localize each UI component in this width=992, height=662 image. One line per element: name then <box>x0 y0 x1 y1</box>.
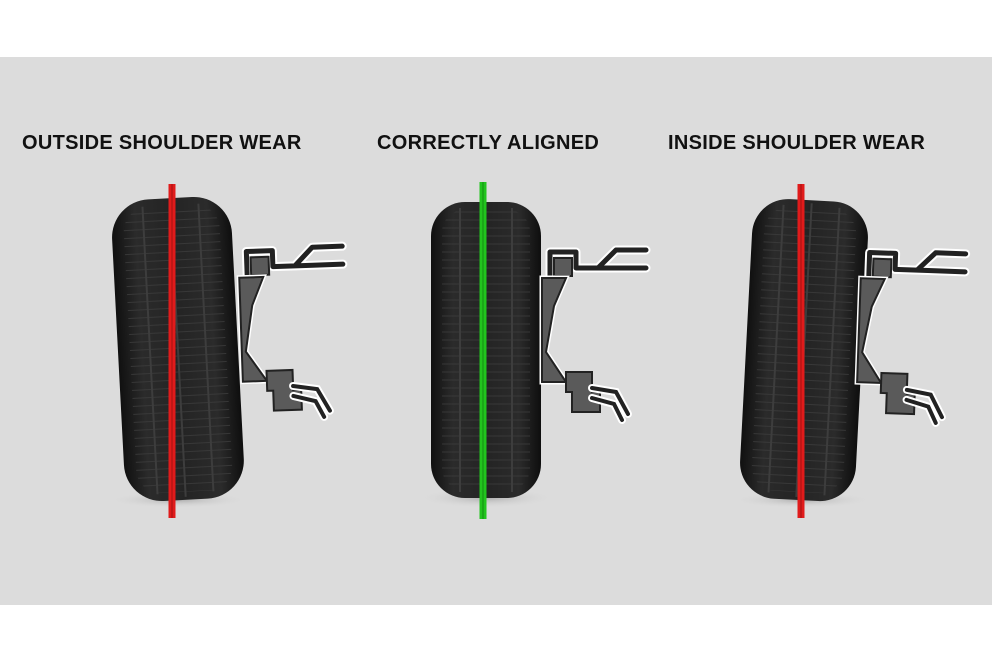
tire-outside-wear <box>108 197 248 508</box>
inside-shoulder-wear-label: INSIDE SHOULDER WEAR <box>668 132 926 154</box>
suspension-outside-wear <box>236 241 348 421</box>
suspension-correctly-aligned <box>539 245 651 424</box>
outside-shoulder-wear-label: OUTSIDE SHOULDER WEAR <box>22 132 302 154</box>
suspension-inside-wear <box>854 247 971 427</box>
correctly-aligned-label: CORRECTLY ALIGNED <box>377 132 600 154</box>
